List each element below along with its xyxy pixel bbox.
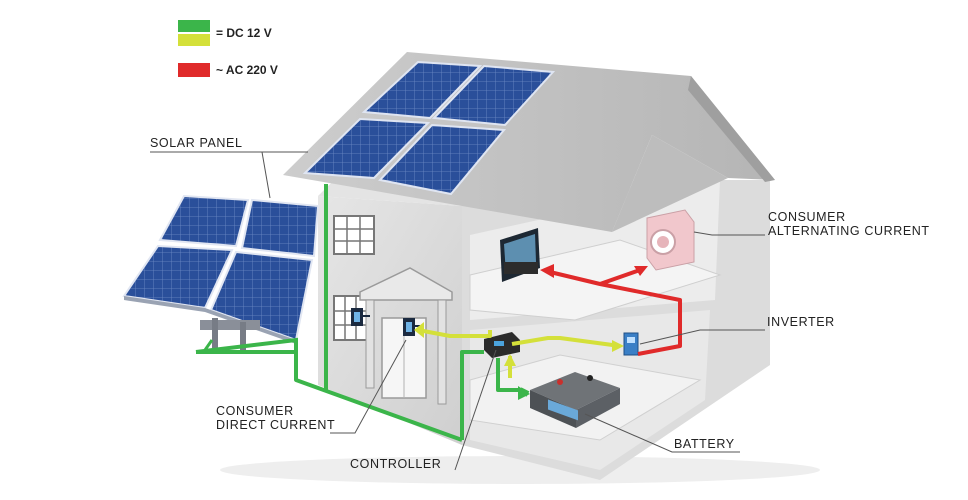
wall-lamp-left — [351, 308, 370, 326]
dc-yellow-arrow-inverter — [612, 340, 624, 352]
legend-dc-label: = DC 12 V — [216, 26, 272, 40]
label-consumer-ac-line1: CONSUMER — [768, 210, 846, 224]
legend-ac-red-swatch — [178, 63, 210, 77]
roof-solar-panels — [302, 60, 556, 196]
dc-yellow-arrow-up — [504, 354, 516, 366]
ground-solar-panels — [122, 194, 320, 350]
ac-red-wiring — [549, 268, 682, 356]
legend-dc-green-swatch — [178, 20, 210, 32]
label-inverter: INVERTER — [767, 315, 835, 329]
upper-window — [333, 215, 375, 255]
inverter-device — [623, 332, 639, 356]
label-battery: BATTERY — [674, 437, 735, 451]
legend-ac-label: ~ AC 220 V — [216, 63, 278, 77]
label-controller: CONTROLLER — [350, 457, 442, 471]
porch — [359, 267, 453, 405]
dc-green-wiring-bottom — [195, 337, 298, 380]
roof-edge — [688, 76, 775, 182]
label-consumer-dc-line2: DIRECT CURRENT — [216, 418, 336, 432]
dc-green-arrow-battery — [518, 386, 530, 400]
label-consumer-dc-line1: CONSUMER — [216, 404, 294, 418]
ac-red-arrow-tv — [540, 264, 554, 278]
washing-machine — [646, 209, 695, 271]
legend-dc-yellow-swatch — [178, 34, 210, 46]
ground-shadow — [220, 456, 820, 484]
controller-device — [484, 332, 520, 358]
leader-lines — [150, 151, 765, 471]
ac-red-arrow-washer — [634, 266, 648, 276]
label-solar-panel: SOLAR PANEL — [150, 136, 243, 150]
roof-underside — [612, 135, 728, 232]
tv-appliance — [500, 228, 540, 282]
label-consumer-ac-line2: ALTERNATING CURRENT — [768, 224, 930, 238]
battery-device — [530, 372, 620, 428]
dc-yellow-arrow-lamp — [414, 322, 424, 338]
